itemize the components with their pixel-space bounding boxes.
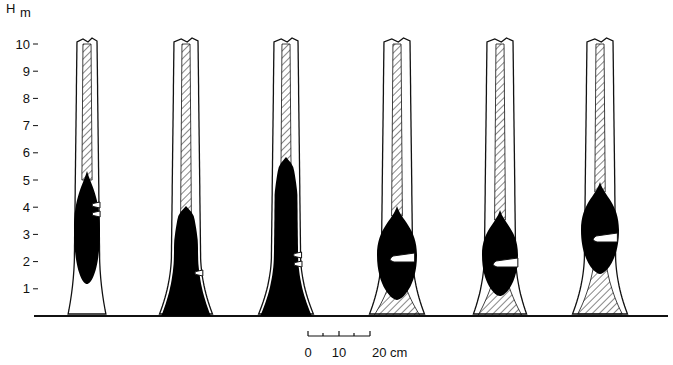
axis-number: 4 [23, 201, 30, 214]
decay-pocket [74, 171, 100, 284]
axis-tick [33, 152, 38, 153]
decay-pocket [482, 210, 518, 296]
wound-wedge [593, 233, 617, 242]
scale-number: 20 cm [372, 346, 407, 359]
scale-number: 0 [304, 346, 311, 359]
wound-wedge [390, 253, 414, 262]
axis-tick [33, 44, 38, 45]
decay-column [161, 206, 211, 316]
heartwood-hatch [495, 44, 506, 220]
scale-bar [308, 331, 370, 336]
axis-tick [33, 288, 38, 289]
axis-tick [33, 125, 38, 126]
axis-tick [33, 180, 38, 181]
axis-number: 6 [23, 146, 30, 159]
heartwood-hatch [392, 44, 403, 216]
heartwood-hatch [82, 44, 92, 180]
axis-title: H [6, 2, 15, 15]
wound-notch [195, 270, 203, 276]
axis-number: 9 [23, 65, 30, 78]
tree-stems [68, 38, 627, 316]
axis-number: 5 [23, 174, 30, 187]
ground-line [34, 315, 668, 317]
heartwood-hatch [281, 44, 291, 168]
decay-column [260, 157, 312, 316]
wound-notch [92, 202, 100, 208]
scale-number: 10 [332, 346, 346, 359]
heartwood-hatch [181, 44, 192, 220]
wound-notch [294, 261, 302, 267]
stem-outline [370, 38, 425, 314]
axis-ticks [33, 44, 38, 289]
wound-notch [294, 252, 302, 258]
axis-tick [33, 98, 38, 99]
axis-number: 7 [23, 119, 30, 132]
decay-pocket [377, 206, 417, 300]
stem-outline [473, 38, 526, 314]
decay-pocket [581, 182, 619, 274]
axis-tick [33, 71, 38, 72]
axis-number: 10 [16, 38, 30, 51]
axis-tick [33, 261, 38, 262]
axis-number: 2 [23, 255, 30, 268]
axis-number: 3 [23, 228, 30, 241]
stem-outline [573, 38, 628, 314]
stem-outline [68, 38, 106, 314]
axis-number: 1 [23, 282, 30, 295]
axis-tick [33, 207, 38, 208]
wound-notch [92, 211, 100, 217]
wound-wedge [493, 258, 518, 267]
heartwood-hatch [595, 44, 605, 192]
axis-tick [33, 234, 38, 235]
axis-number: 8 [23, 92, 30, 105]
axis-title: m [20, 6, 31, 19]
